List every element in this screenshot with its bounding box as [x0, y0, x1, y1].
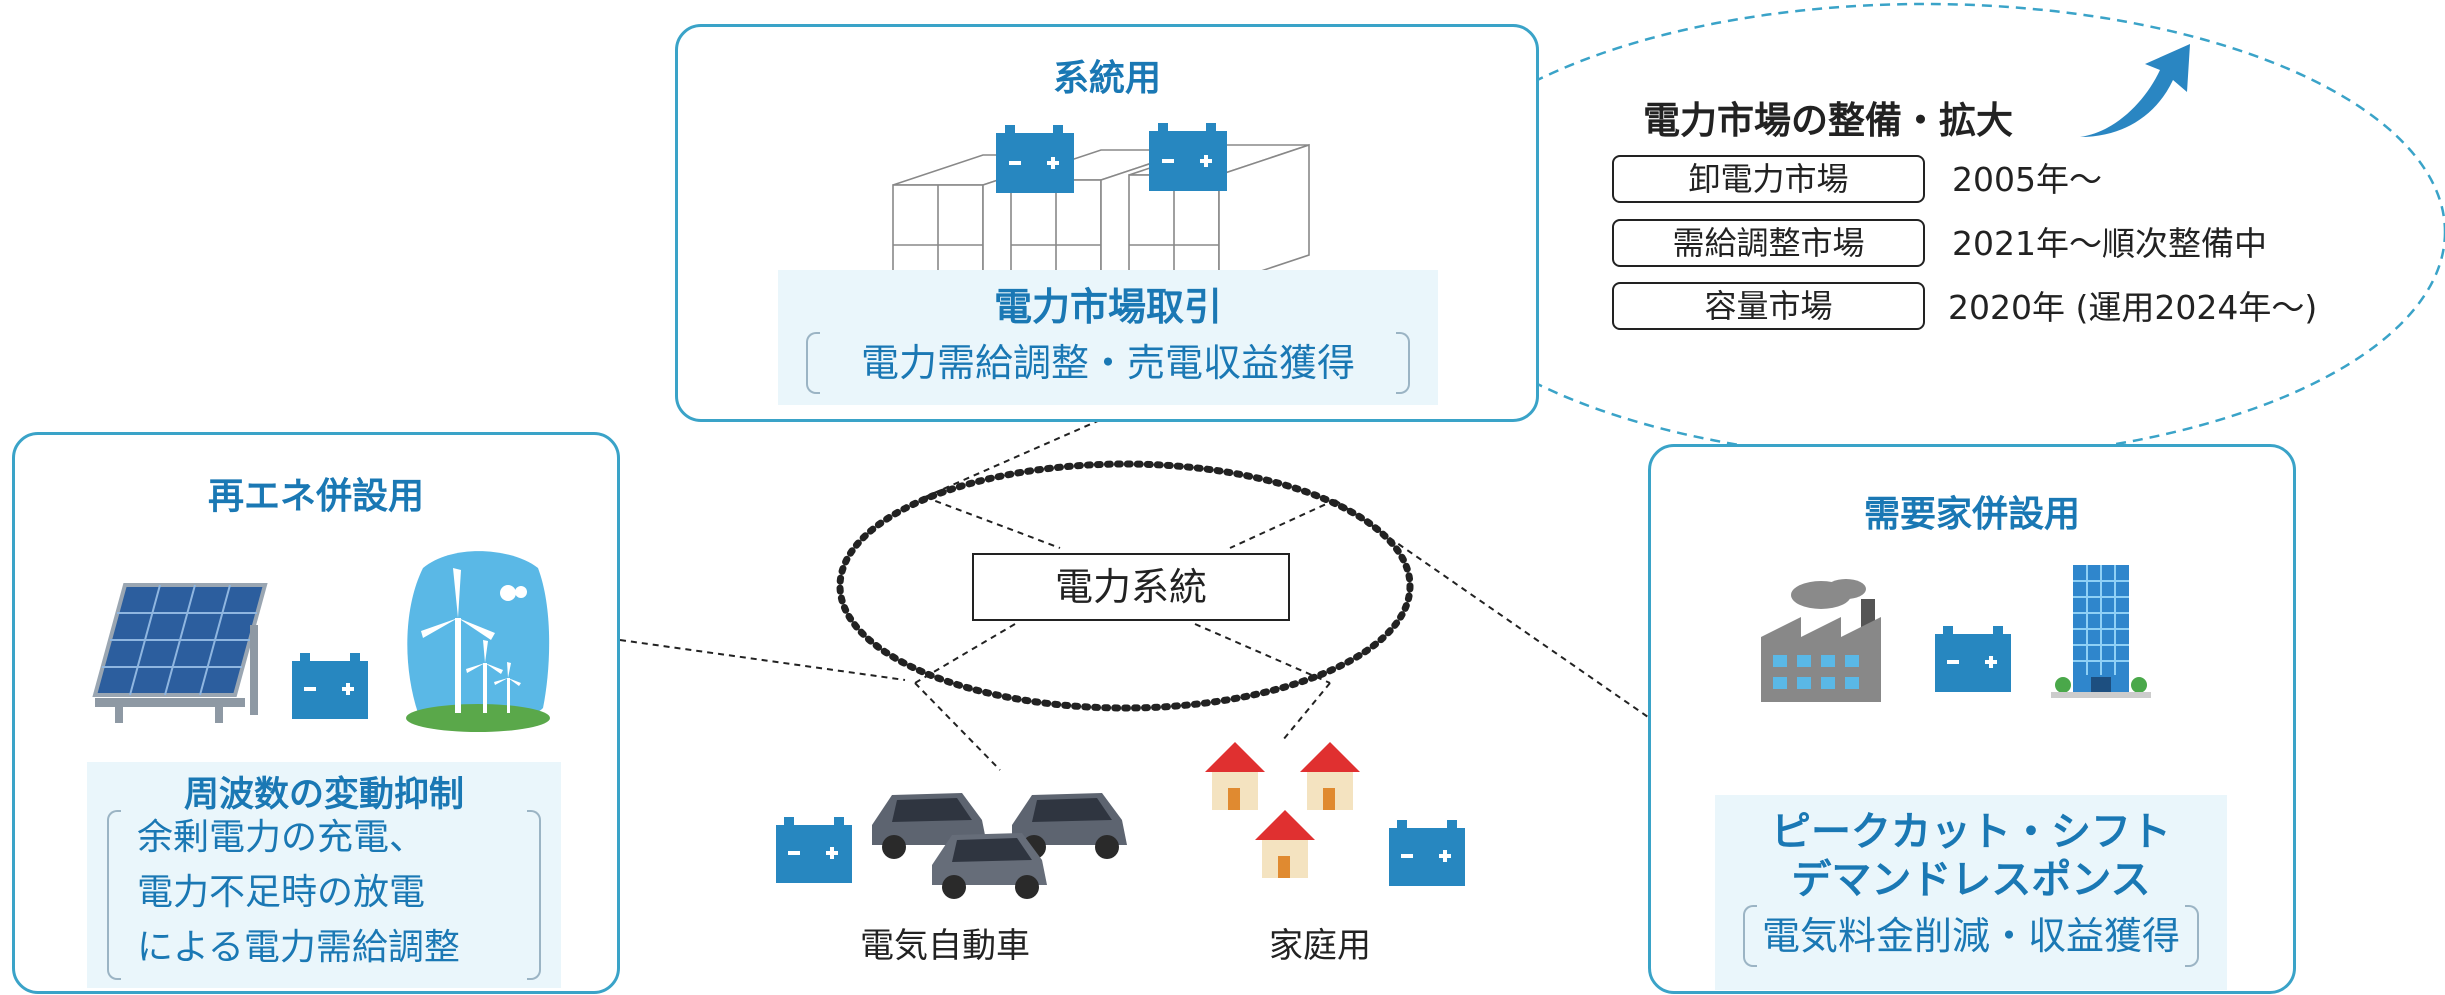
market-row-label: 卸電力市場	[1612, 155, 1925, 203]
market-row-period: 2005年～	[1952, 160, 2102, 199]
band-text: 電気料金削減・収益獲得	[1743, 905, 2199, 967]
growth-arrow-icon	[2080, 44, 2190, 137]
office-building-icon	[2051, 565, 2151, 698]
panel-title: 再エネ併設用	[207, 476, 424, 517]
band-text-label: 電力需給調整・売電収益獲得	[860, 341, 1355, 385]
market-row-label: 需給調整市場	[1612, 219, 1925, 267]
market-row-period: 2021年～順次整備中	[1952, 224, 2267, 263]
battery-icon	[1389, 820, 1465, 886]
wind-turbine-icon	[406, 551, 550, 732]
band-text-label: 電気料金削減・収益獲得	[1761, 914, 2180, 958]
battery-icon	[292, 653, 368, 719]
band-title: 周波数の変動抑制	[183, 775, 464, 815]
band-title-line: ピークカット・シフト	[1771, 809, 2171, 855]
renewable-panel: 再エネ併設用 周波数の変動抑制 余剰電力の充電、 電力不足時の放電	[12, 432, 620, 994]
band-text-line: 余剰電力の充電、	[137, 817, 426, 858]
car-icon	[872, 793, 1127, 899]
band-title: 電力市場取引	[993, 285, 1222, 329]
home-label: 家庭用	[1269, 926, 1371, 966]
battery-icon	[776, 817, 852, 883]
consumer-panel: 需要家併設用 ピークカット・シフト デマンドレスポンス 電気料金削減・収益	[1648, 444, 2296, 994]
grid-ellipse	[836, 460, 1414, 712]
renewable-panel-band: 周波数の変動抑制 余剰電力の充電、 電力不足時の放電 による電力需給調整	[87, 762, 561, 988]
battery-icon	[996, 125, 1074, 193]
panel-title: 需要家併設用	[1863, 494, 2080, 535]
market-row-period: 2020年 (運用2024年～)	[1948, 288, 2318, 327]
market-ellipse	[1403, 2, 2445, 462]
market-row-label: 容量市場	[1612, 282, 1925, 330]
battery-icon	[1149, 123, 1227, 191]
consumer-panel-band: ピークカット・シフト デマンドレスポンス 電気料金削減・収益獲得	[1715, 795, 2227, 990]
band-text: 電力需給調整・売電収益獲得	[806, 332, 1410, 394]
grid-scale-panel: 系統用 電力市場取引	[675, 24, 1539, 422]
solar-panel-icon	[92, 583, 268, 723]
market-title: 電力市場の整備・拡大	[1643, 99, 2013, 142]
band-text-line: 電力不足時の放電	[137, 872, 426, 913]
band-text-line: による電力需給調整	[137, 927, 460, 968]
panel-title: 系統用	[1052, 58, 1161, 99]
band-title-line: デマンドレスポンス	[1791, 857, 2151, 903]
grid-panel-band: 電力市場取引 電力需給調整・売電収益獲得	[778, 270, 1438, 405]
factory-icon	[1761, 579, 1881, 702]
house-icon	[1205, 742, 1360, 878]
band-text: 余剰電力の充電、 電力不足時の放電 による電力需給調整	[107, 810, 541, 980]
power-grid-box: 電力系統	[972, 553, 1290, 621]
battery-icon	[1935, 626, 2011, 692]
ev-label: 電気自動車	[860, 926, 1030, 966]
